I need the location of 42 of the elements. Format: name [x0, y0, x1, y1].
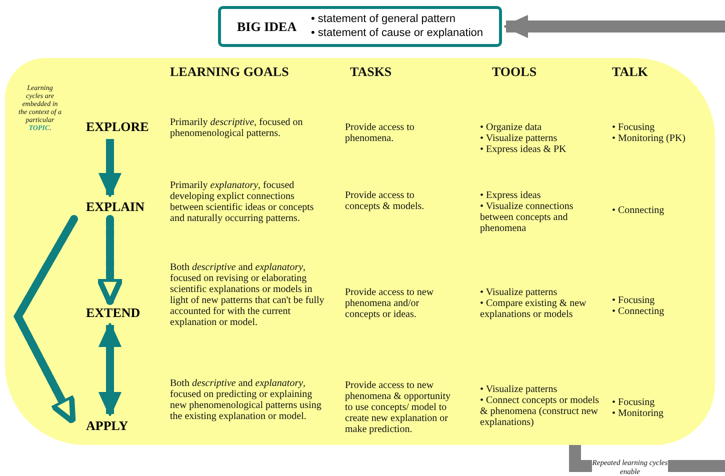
- column-header: TALK: [612, 64, 649, 79]
- cell-text: Provide access to new phenomena and/or concepts or ideas.: [345, 287, 435, 320]
- arrow: [96, 215, 124, 306]
- cell-text: Provide access to phenomena.: [345, 122, 416, 144]
- column-header: LEARNING GOALS: [170, 64, 290, 79]
- arrow: [13, 215, 78, 425]
- cell-text: • Visualize patterns: [480, 287, 558, 298]
- cell-text: • Connecting: [612, 306, 666, 317]
- cell-text: • Focusing: [612, 397, 656, 408]
- arrow: [98, 139, 122, 198]
- stage-label: APPLY: [86, 418, 128, 434]
- cell-text: Primarily explanatory, focused developing explict connections between scientific ideas or concepts and naturally occurring patterns.: [170, 180, 315, 224]
- cell-text: Primarily descriptive, focused on phenomenological patterns.: [170, 117, 304, 139]
- cell-text: • Monitoring (PK): [612, 133, 687, 144]
- cell-text: Both descriptive and explanatory, focused on revising or elaborating scientific explanations or models in light of new patterns that can't be fully accounted for with the current explanation or model.: [170, 262, 326, 328]
- cell-text: • Compare existing & new explanations or models: [480, 298, 588, 320]
- cell-text: Provide access to concepts & models.: [345, 190, 426, 212]
- cell-text: Both descriptive and explanatory, focused on predicting or explaining new phenomenological patterns using the existing explanation or model.: [170, 378, 322, 422]
- stage-label: EXTEND: [86, 305, 140, 321]
- cell-text: • Express ideas & PK: [480, 144, 568, 155]
- column-header: TASKS: [350, 64, 393, 79]
- arrow: [98, 322, 122, 417]
- cell-text: • Focusing: [612, 295, 656, 306]
- cell-text: • Visualize patterns: [480, 133, 558, 144]
- stage-label: EXPLAIN: [86, 199, 145, 215]
- column-header: TOOLS: [492, 64, 538, 79]
- bullet-text: • statement of cause or explanation: [311, 27, 484, 39]
- cell-text: Provide access to new phenomena & opportunity to use concepts/ model to create new explanation or make prediction.: [345, 380, 452, 435]
- cell-text: • Visualize patterns: [480, 384, 558, 395]
- box-heading: BIG IDEA: [237, 19, 297, 35]
- arrow: [503, 15, 725, 38]
- cell-text: • Express ideas: [480, 190, 542, 201]
- cell-text: • Focusing: [612, 122, 656, 133]
- topic-panel: [5, 58, 715, 445]
- big-idea-box: [218, 6, 502, 47]
- cell-text: • Visualize connections between concepts and phenomena: [480, 201, 574, 234]
- cell-text: • Connecting: [612, 205, 666, 216]
- cell-text: • Monitoring: [612, 408, 665, 419]
- bullet-text: • statement of general pattern: [311, 13, 456, 25]
- cell-text: • Organize data: [480, 122, 543, 133]
- stage-label: EXPLORE: [86, 119, 149, 135]
- cell-text: • Connect concepts or models & phenomena (construct new explanations): [480, 395, 600, 428]
